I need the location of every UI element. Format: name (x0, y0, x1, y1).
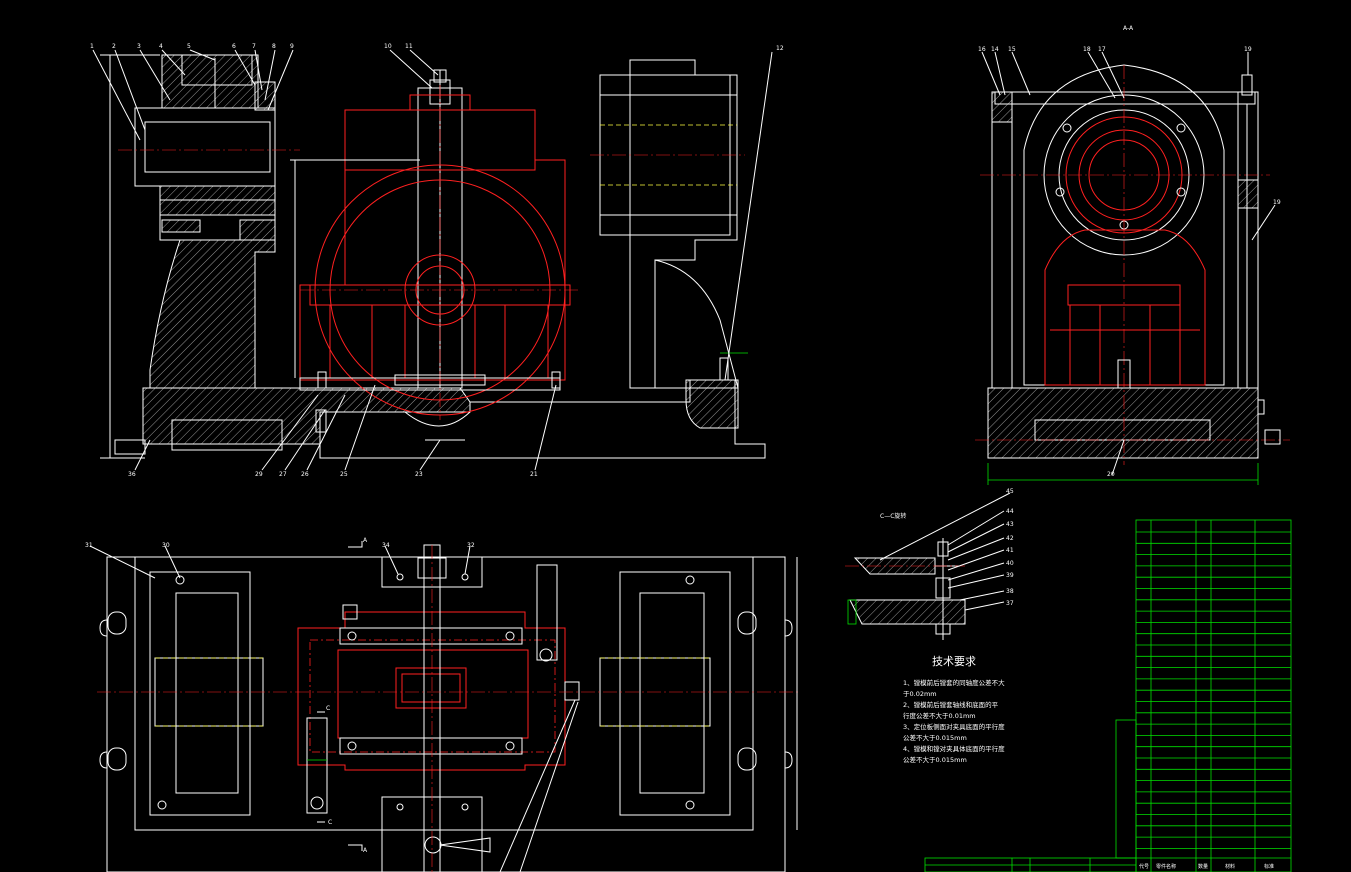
bom-table (1135, 519, 1292, 872)
svg-text:数量: 数量 (1198, 863, 1208, 870)
svg-text:公差不大于0.015mm: 公差不大于0.015mm (903, 755, 967, 764)
svg-text:5: 5 (187, 43, 191, 50)
svg-text:2: 2 (112, 43, 116, 50)
side-view-leaders: 16 14 15 18 17 19 19 20 A-A (978, 25, 1281, 478)
svg-text:3、定位板侧面对夹具底面的平行度: 3、定位板侧面对夹具底面的平行度 (903, 722, 1005, 731)
svg-text:44: 44 (1006, 508, 1014, 515)
svg-text:26: 26 (301, 471, 309, 478)
svg-text:29: 29 (255, 471, 263, 478)
svg-text:38: 38 (1006, 588, 1014, 595)
svg-text:42: 42 (1006, 535, 1014, 542)
svg-text:17: 17 (1098, 46, 1106, 53)
svg-text:41: 41 (1006, 547, 1014, 554)
svg-text:19: 19 (1273, 199, 1281, 206)
svg-text:2、镗模前后镗套轴线和底面的平: 2、镗模前后镗套轴线和底面的平 (903, 700, 999, 709)
plan-view-leaders: 31 30 34 32 A A C C (85, 537, 579, 872)
svg-text:7: 7 (252, 43, 256, 50)
side-view-aa (975, 64, 1290, 485)
svg-text:于0.02mm: 于0.02mm (903, 690, 937, 698)
svg-text:代号: 代号 (1139, 863, 1149, 870)
svg-text:36: 36 (128, 471, 136, 478)
cut-a-bottom: A (363, 847, 368, 854)
svg-text:32: 32 (467, 542, 475, 549)
svg-text:公差不大于0.015mm: 公差不大于0.015mm (903, 733, 967, 742)
plan-view (97, 544, 800, 872)
svg-text:19: 19 (1244, 46, 1252, 53)
section-aa-label: A-A (1123, 25, 1134, 32)
front-view-balloon-labels: 1 2 3 4 5 6 7 8 9 10 11 12 36 29 27 26 2… (90, 43, 784, 478)
title-block (924, 719, 1137, 872)
svg-text:16: 16 (978, 46, 986, 53)
svg-text:行度公差不大于0.01mm: 行度公差不大于0.01mm (903, 711, 976, 720)
section-cc-label: C—C旋转 (880, 512, 906, 520)
svg-text:25: 25 (340, 471, 348, 478)
svg-text:18: 18 (1083, 46, 1091, 53)
tech-title: 技术要求 (932, 655, 976, 668)
svg-text:15: 15 (1008, 46, 1016, 53)
section-cc: C—C旋转 45 44 43 42 41 40 39 38 37 (845, 488, 1014, 640)
cut-c-bottom: C (328, 819, 332, 826)
cut-c-top: C (326, 705, 330, 712)
svg-text:23: 23 (415, 471, 423, 478)
svg-text:9: 9 (290, 43, 294, 50)
svg-text:14: 14 (991, 46, 999, 53)
svg-text:31: 31 (85, 542, 93, 549)
svg-text:3: 3 (137, 43, 141, 50)
svg-text:21: 21 (530, 471, 538, 478)
front-view (100, 54, 766, 459)
svg-text:标准: 标准 (1264, 863, 1274, 870)
cut-a-top: A (363, 537, 368, 544)
svg-text:20: 20 (1107, 471, 1115, 478)
svg-text:40: 40 (1006, 560, 1014, 567)
svg-text:6: 6 (232, 43, 236, 50)
svg-text:4: 4 (159, 43, 163, 50)
svg-text:34: 34 (382, 542, 390, 549)
svg-text:材料: 材料 (1225, 863, 1235, 870)
technical-requirements: 技术要求 1、镗模前后镗套的同轴度公差不大 于0.02mm 2、镗模前后镗套轴线… (903, 655, 1005, 764)
svg-text:37: 37 (1006, 600, 1014, 607)
svg-text:10: 10 (384, 43, 392, 50)
svg-text:43: 43 (1006, 521, 1014, 528)
svg-text:45: 45 (1006, 488, 1014, 495)
svg-text:30: 30 (162, 542, 170, 549)
svg-text:11: 11 (405, 43, 413, 50)
svg-text:8: 8 (272, 43, 276, 50)
front-view-leaders (92, 49, 773, 471)
svg-text:12: 12 (776, 45, 784, 52)
svg-text:4、镗模和镗对夹具体底面的平行度: 4、镗模和镗对夹具体底面的平行度 (903, 744, 1005, 753)
svg-text:1、镗模前后镗套的同轴度公差不大: 1、镗模前后镗套的同轴度公差不大 (903, 678, 1005, 687)
svg-text:39: 39 (1006, 572, 1014, 579)
svg-text:1: 1 (90, 43, 94, 50)
svg-text:27: 27 (279, 471, 287, 478)
bom-header: 代号 零件名称 数量 材料 标准 (1136, 857, 1291, 870)
svg-text:零件名称: 零件名称 (1156, 863, 1176, 870)
